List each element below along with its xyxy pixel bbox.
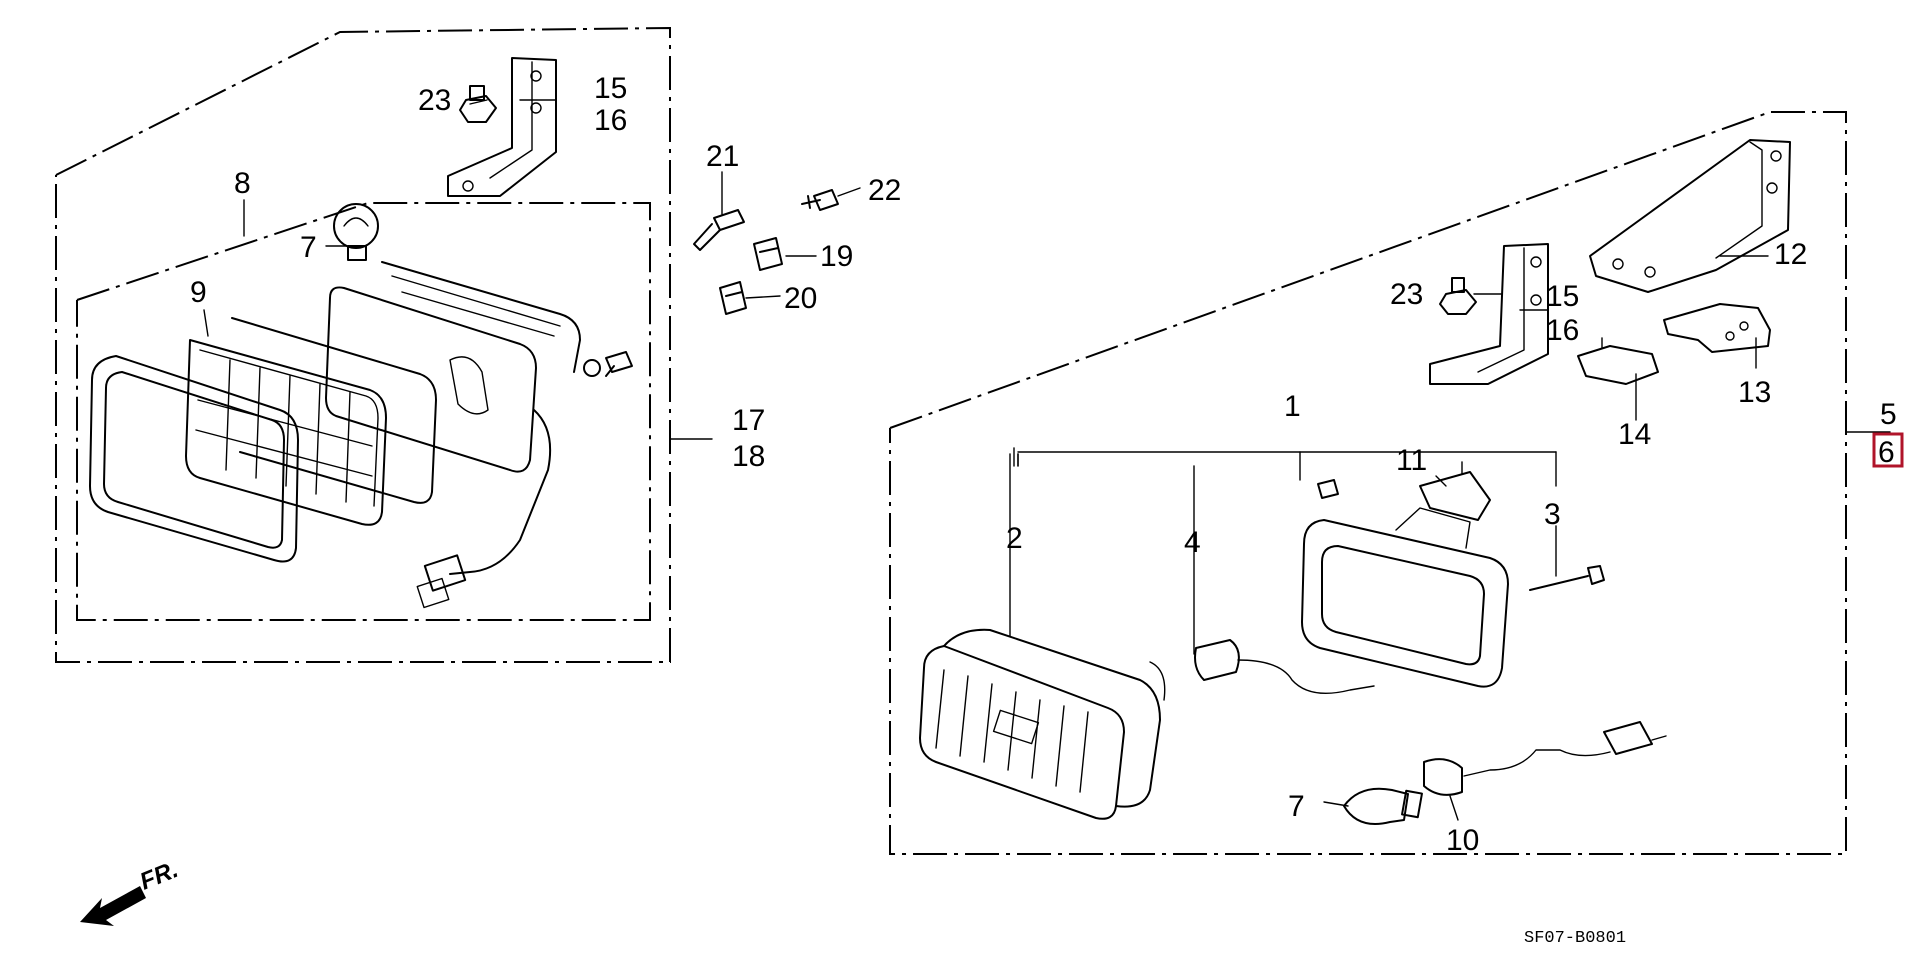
socket-10: [1423, 721, 1667, 796]
leader-lines: [203, 99, 1891, 821]
callout-9: 9: [190, 276, 207, 309]
callout-15-right: 15: [1546, 280, 1579, 313]
headlight-gasket: [231, 317, 437, 504]
callout-11: 11: [1396, 444, 1427, 477]
callout-13: 13: [1738, 376, 1771, 409]
callout-15-upper: 15: [594, 72, 627, 105]
bolt-21: [693, 209, 745, 251]
direction-label: FR.: [136, 856, 182, 896]
nut-upper: [459, 85, 497, 123]
headlight-housing: [325, 261, 581, 609]
callout-20: 20: [784, 282, 817, 315]
fasteners-middle: [693, 189, 839, 315]
bulb-left: [333, 203, 379, 261]
callout-7-right: 7: [1288, 790, 1305, 823]
bolt-1: [1317, 479, 1339, 499]
callout-16-upper: 16: [594, 104, 627, 137]
callout-21: 21: [706, 140, 739, 173]
callout-labels: 15 16 23 8 7 9 17 18 21 22 19 20 12 23 1…: [190, 72, 1904, 857]
headlight-lens: [185, 339, 387, 526]
bracket-upper: [447, 57, 557, 197]
foglight-case: [1301, 507, 1509, 688]
headlight-rim: [89, 355, 299, 563]
bracket-right: [1429, 243, 1549, 385]
callout-12: 12: [1774, 238, 1807, 271]
foglight-assembly-group: [889, 111, 1847, 855]
bracket-12: [1589, 139, 1791, 293]
callout-18: 18: [732, 440, 765, 473]
callout-6: 6: [1878, 436, 1895, 469]
callout-14: 14: [1618, 418, 1651, 451]
clip-19: [753, 237, 783, 271]
callout-6-highlight: [1872, 432, 1904, 468]
callout-23-right: 23: [1390, 278, 1423, 311]
callout-22: 22: [868, 174, 901, 207]
callout-23-upper: 23: [418, 84, 451, 117]
foglight-lens: [919, 628, 1166, 820]
screw-3: [1529, 565, 1605, 591]
clip-20: [719, 281, 747, 315]
bulb-socket-4: [1194, 639, 1375, 695]
bulb-right: [1343, 787, 1423, 825]
callout-19: 19: [820, 240, 853, 273]
callout-2: 2: [1006, 522, 1023, 555]
bracket-11: [1419, 461, 1491, 521]
front-direction-arrow: FR.: [80, 856, 182, 926]
washer: [583, 359, 601, 377]
bracket-14: [1577, 337, 1659, 385]
headlight-assembly-group: [55, 26, 671, 663]
nut-right: [1439, 277, 1477, 315]
callout-16-right: 16: [1546, 314, 1579, 347]
callout-3: 3: [1544, 498, 1561, 531]
callout-10: 10: [1446, 824, 1479, 857]
bracket-13: [1663, 303, 1771, 353]
bolt-22: [801, 189, 839, 211]
drawing-code: SF07-B0801: [1524, 929, 1626, 948]
callout-1: 1: [1284, 390, 1301, 423]
callout-5: 5: [1880, 398, 1897, 431]
callout-17: 17: [732, 404, 765, 437]
callout-8: 8: [234, 167, 251, 200]
adjust-screw: [605, 351, 633, 377]
callout-7-left: 7: [300, 231, 317, 264]
callout-4: 4: [1184, 526, 1201, 559]
